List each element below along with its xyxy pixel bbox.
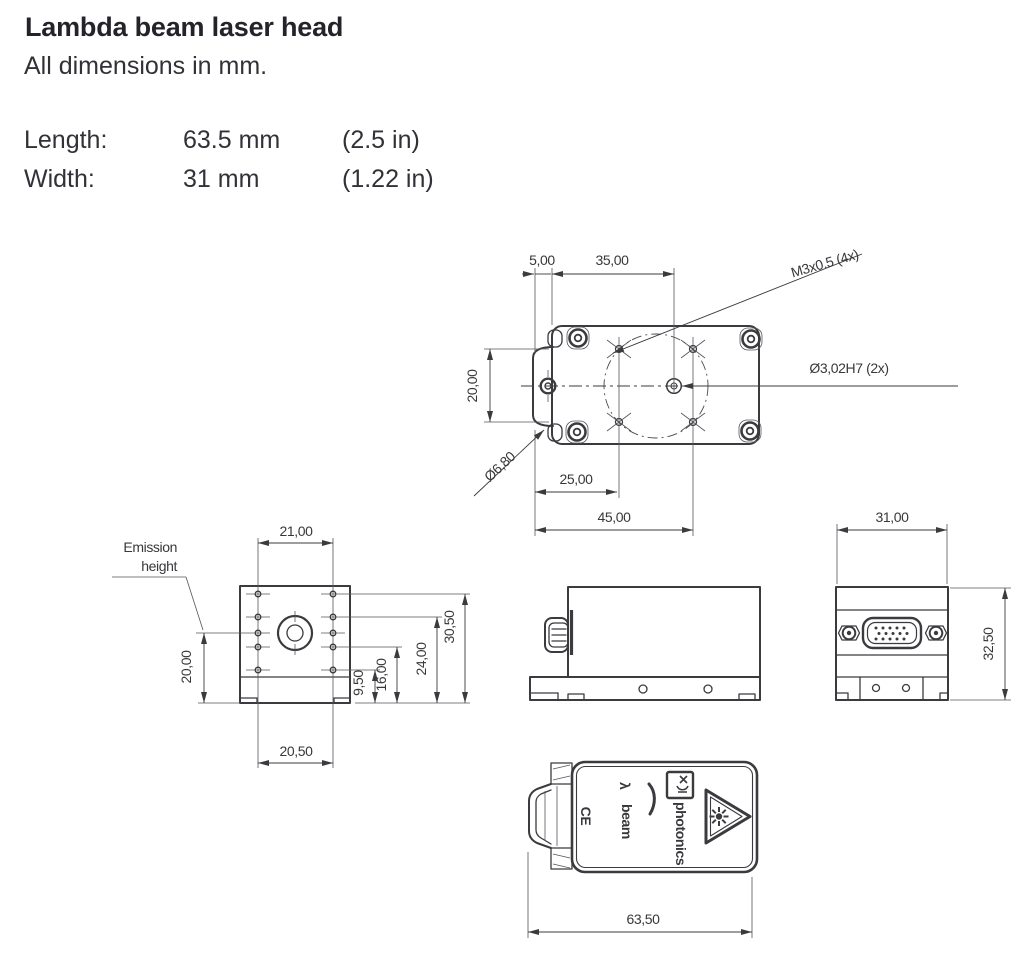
beam-wordmark: beam <box>619 804 635 839</box>
rear-view: 31,00 32,50 <box>835 509 1011 701</box>
base-hole <box>901 683 911 693</box>
page-title: Lambda beam laser head <box>25 12 344 42</box>
spec-imperial: (2.5 in) <box>342 126 420 154</box>
emission-label-line1: Emission <box>123 539 177 555</box>
dim-label: 16,00 <box>373 658 389 692</box>
dim-label: 9,50 <box>350 670 366 696</box>
technical-drawing: 5,00 35,00 20,00 25,00 45,00 M3x0.5 (4x)… <box>112 246 1011 938</box>
ce-mark: CE <box>578 807 594 826</box>
emission-aperture <box>276 611 314 655</box>
photonics-logo-mark <box>665 770 695 800</box>
dim-label: 35,00 <box>595 252 629 268</box>
dim-label: 63,50 <box>626 911 660 927</box>
base-notch <box>239 697 258 704</box>
spec-label: Length: <box>24 126 108 154</box>
front-view-body <box>239 585 351 704</box>
top-view-construction-lines <box>484 268 694 536</box>
side-view-body <box>567 586 761 678</box>
rear-view-body <box>835 586 949 701</box>
rear-view-dimensions: 31,00 32,50 <box>836 509 1011 701</box>
emission-label-line2: height <box>141 558 177 574</box>
top-view: 5,00 35,00 20,00 25,00 45,00 M3x0.5 (4x)… <box>464 246 958 536</box>
corner-screw <box>565 420 589 444</box>
side-base-plate <box>529 676 761 701</box>
spec-metric: 31 mm <box>183 165 260 193</box>
bottom-view: CE λ beam photonics <box>527 760 759 938</box>
bottom-view-dimensions: 63,50 <box>527 852 753 938</box>
laser-warning-icon <box>704 788 752 845</box>
thread-callout: M3x0.5 (4x) <box>789 246 860 281</box>
corner-screws <box>565 326 763 444</box>
laser-starburst <box>709 807 729 826</box>
photonics-logo: photonics <box>665 770 695 866</box>
dim-label: 45,00 <box>597 509 631 525</box>
spec-label: Width: <box>24 165 95 193</box>
base-notch <box>333 697 351 704</box>
dsub-connector <box>861 616 923 650</box>
jack-screw-right <box>924 625 948 641</box>
bottom-view-body <box>570 760 759 874</box>
dim-label: 24,00 <box>413 642 429 676</box>
corner-screw <box>738 419 762 443</box>
dim-label: 20,50 <box>279 743 313 759</box>
front-hole-columns <box>196 538 470 768</box>
dim-label: 20,00 <box>464 369 480 403</box>
front-clamp <box>528 762 573 870</box>
corner-screw <box>566 326 590 350</box>
top-view-dimensions: 5,00 35,00 20,00 25,00 45,00 M3x0.5 (4x)… <box>464 246 958 533</box>
photonics-wordmark: photonics <box>673 802 689 866</box>
front-clamp-profile <box>532 329 563 442</box>
emission-height-callout: Emission height <box>112 539 204 631</box>
m3-tapped-holes <box>606 339 706 432</box>
top-view-body <box>551 325 760 445</box>
dim-label: 20,00 <box>178 650 194 684</box>
front-view: 21,00 20,50 20,00 9,50 16,00 24,00 30,50… <box>112 523 470 768</box>
dim-label: 5,00 <box>529 252 555 268</box>
dim-label: 25,00 <box>559 471 593 487</box>
base-hole <box>871 683 881 693</box>
lambda-beam-logo: λ beam <box>617 782 656 839</box>
dsub-pins <box>874 626 909 641</box>
dim-label: 32,50 <box>980 627 996 661</box>
rear-base <box>835 676 949 701</box>
page-subtitle: All dimensions in mm. <box>24 52 268 80</box>
corner-screw <box>739 327 763 351</box>
spec-table: Length: 63.5 mm (2.5 in) Width: 31 mm (1.22 … <box>24 124 434 202</box>
lens-snout <box>544 617 569 653</box>
dim-label: 31,00 <box>875 509 909 525</box>
dim-label: 30,50 <box>441 610 457 644</box>
spec-row-length: Length: 63.5 mm (2.5 in) <box>24 124 434 163</box>
spec-imperial: (1.22 in) <box>342 165 434 193</box>
front-view-dimensions: 21,00 20,50 20,00 9,50 16,00 24,00 30,50 <box>178 523 470 766</box>
side-view <box>529 586 761 701</box>
lambda-glyph: λ <box>617 782 633 790</box>
jack-screw-left <box>837 625 861 641</box>
spec-metric: 63.5 mm <box>183 126 281 154</box>
clamp-bore-callout: Ø6,80 <box>481 448 519 485</box>
dim-label: 21,00 <box>279 523 313 539</box>
base-hole <box>638 684 648 694</box>
base-hole <box>703 684 713 694</box>
spec-row-width: Width: 31 mm (1.22 in) <box>24 163 434 202</box>
dowel-callout: Ø3,02H7 (2x) <box>809 360 888 376</box>
lambda-swoosh <box>647 782 656 816</box>
